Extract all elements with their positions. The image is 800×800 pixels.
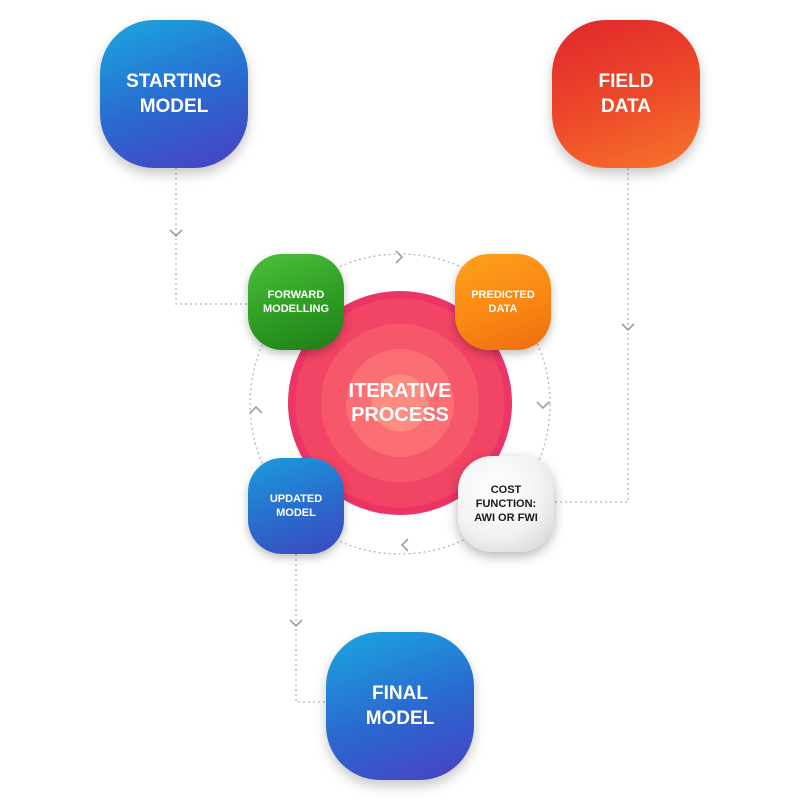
chevron-down-icon [621, 323, 635, 332]
updated-model-node: UPDATED MODEL [248, 458, 344, 554]
final-model-node: FINAL MODEL [326, 632, 474, 780]
connector-starting-to-forward [175, 168, 248, 305]
chevron-up-icon [249, 405, 263, 414]
chevron-down-icon [289, 619, 303, 628]
chevron-down-icon [536, 401, 550, 410]
chevron-right-icon [395, 250, 404, 264]
starting-model-node: STARTING MODEL [100, 20, 248, 168]
chevron-left-icon [400, 538, 409, 552]
predicted-data-node: PREDICTED DATA [455, 254, 551, 350]
field-data-node: FIELD DATA [552, 20, 700, 168]
connector-field-to-cost [554, 168, 629, 503]
chevron-down-icon [169, 229, 183, 238]
cost-function-node: COST FUNCTION: AWI OR FWI [458, 456, 554, 552]
forward-modelling-node: FORWARD MODELLING [248, 254, 344, 350]
connector-updated-to-final [295, 554, 326, 703]
